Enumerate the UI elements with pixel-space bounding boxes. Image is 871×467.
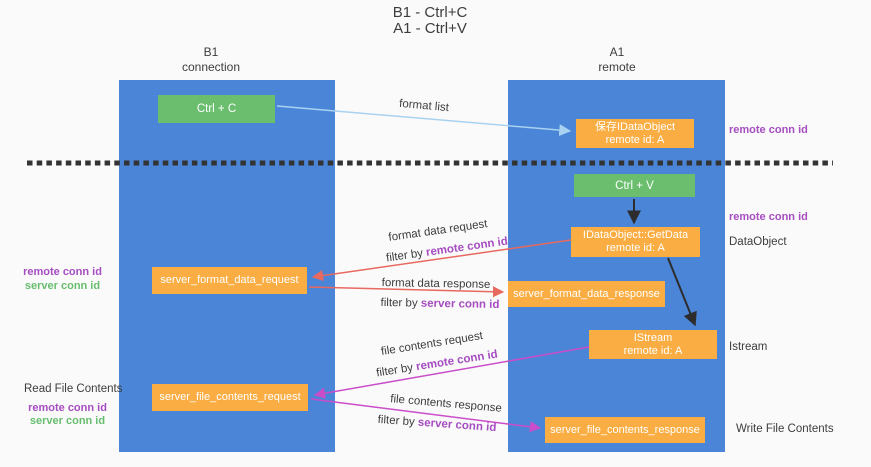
file-contents-response-filter-label: filter by server conn id (377, 414, 496, 434)
filter-by-text: filter by (375, 361, 418, 380)
save-idataobject-node: 保存IDataObject remote id: A (576, 119, 694, 148)
server-format-data-request-node: server_format_data_request (152, 267, 307, 294)
title-line-1: B1 - Ctrl+C (392, 4, 468, 21)
format-data-response-filter-label: filter by server conn id (380, 297, 499, 311)
annotation-left-format-remote-conn-id: remote conn id (20, 266, 105, 278)
server-format-data-response-node: server_format_data_response (508, 281, 665, 307)
server-file-contents-response-node: server_file_contents_response (545, 417, 705, 443)
save-idataobject-line1: 保存IDataObject (594, 120, 676, 133)
istream-line2: remote id: A (623, 344, 683, 357)
istream-node: IStream remote id: A (589, 330, 717, 359)
getdata-line2: remote id: A (606, 242, 665, 254)
lane-a1-subtitle: remote (598, 60, 636, 74)
getdata-line1: IDataObject::GetData (582, 229, 689, 241)
diagram-title: B1 - Ctrl+C A1 - Ctrl+V (330, 5, 530, 36)
read-file-contents-text: Read File Contents (24, 383, 123, 395)
annotation-istream: Istream (729, 341, 767, 353)
lane-header-a1: A1 remote (552, 45, 682, 75)
server-conn-id-text: server conn id (24, 280, 101, 292)
save-idataobject-line2: remote id: A (605, 133, 665, 146)
lane-b1-subtitle: connection (181, 60, 241, 74)
annotation-dataobject: DataObject (729, 236, 787, 248)
annotation-left-format-server-conn-id: server conn id (20, 280, 105, 292)
server-file-contents-response-label: server_file_contents_response (550, 423, 700, 436)
server-conn-id-text: server conn id (29, 415, 106, 427)
annotation-remote-conn-id-top: remote conn id (729, 124, 808, 136)
filter-by-text: filter by (385, 246, 427, 265)
write-file-contents-text: Write File Contents (736, 423, 834, 435)
annotation-write-file-contents: Write File Contents (736, 423, 834, 435)
filter-by-text: filter by (380, 296, 421, 310)
server-format-data-response-label: server_format_data_response (513, 287, 660, 300)
annotation-read-file-contents: Read File Contents (24, 383, 122, 395)
istream-text: Istream (729, 341, 768, 353)
format-list-text: format list (398, 97, 450, 115)
annotation-remote-conn-id-mid: remote conn id (729, 211, 808, 223)
server-format-data-request-label: server_format_data_request (160, 274, 299, 286)
lane-b1-title: B1 (203, 45, 219, 59)
lane-header-b1: B1 connection (146, 45, 276, 75)
format-data-response-text: format data response (381, 277, 491, 291)
remote-conn-id-text: remote conn id (729, 211, 808, 223)
remote-conn-id-text: remote conn id (23, 266, 102, 278)
annotation-left-file-server-conn-id: server conn id (25, 415, 110, 427)
idataobject-getdata-node: IDataObject::GetData remote id: A (571, 227, 700, 257)
server-file-contents-request-label: server_file_contents_request (159, 391, 301, 403)
dataobject-text: DataObject (729, 236, 787, 248)
filter-by-text: filter by (377, 413, 419, 429)
server-conn-id-text: server conn id (417, 416, 497, 435)
lane-a1-title: A1 (609, 45, 625, 59)
remote-conn-id-text: remote conn id (28, 402, 107, 414)
server-conn-id-text: server conn id (420, 297, 500, 312)
remote-conn-id-text: remote conn id (729, 124, 808, 136)
title-line-2: A1 - Ctrl+V (393, 19, 467, 37)
file-contents-response-text: file contents response (389, 393, 503, 415)
ctrl-v-node: Ctrl + V (574, 174, 695, 197)
ctrl-v-label: Ctrl + V (615, 179, 654, 192)
ctrl-c-node: Ctrl + C (158, 95, 275, 123)
ctrl-c-label: Ctrl + C (196, 103, 237, 115)
remote-conn-id-text: remote conn id (425, 235, 509, 259)
server-file-contents-request-node: server_file_contents_request (152, 384, 308, 411)
annotation-left-file-remote-conn-id: remote conn id (25, 402, 110, 414)
istream-line1: IStream (633, 331, 673, 344)
format-list-label: format list (399, 98, 450, 114)
file-contents-response-label: file contents response (390, 393, 502, 415)
format-data-response-label: format data response (382, 277, 491, 291)
remote-conn-id-text: remote conn id (415, 348, 499, 374)
